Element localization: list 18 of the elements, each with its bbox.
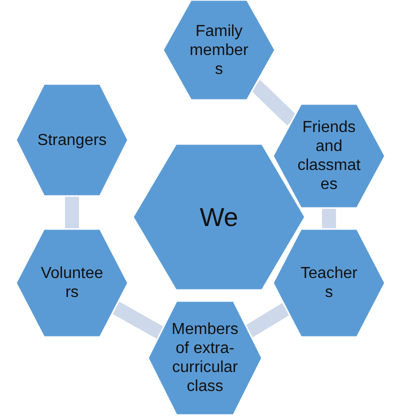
hexagon-node bbox=[163, 0, 275, 100]
node-label: We bbox=[198, 202, 240, 232]
connector-band bbox=[245, 302, 290, 338]
node-label: Strangers bbox=[36, 130, 108, 150]
node-label: Teachers bbox=[300, 264, 358, 302]
hexagon-node bbox=[273, 104, 385, 208]
hexagon-node bbox=[16, 84, 128, 196]
connector-band bbox=[250, 80, 297, 126]
hexagon-node bbox=[273, 229, 385, 337]
node-label: Friends and classmates bbox=[296, 118, 362, 194]
connector-band bbox=[65, 196, 79, 229]
connector-band bbox=[112, 301, 164, 340]
node-label: Family members bbox=[188, 22, 250, 78]
hexagon-node bbox=[16, 229, 128, 337]
node-label: Volunteers bbox=[40, 264, 104, 302]
node-label: Members of extra-curricular class bbox=[170, 320, 240, 396]
connector-band bbox=[322, 208, 336, 229]
hexagon-node bbox=[148, 301, 262, 415]
